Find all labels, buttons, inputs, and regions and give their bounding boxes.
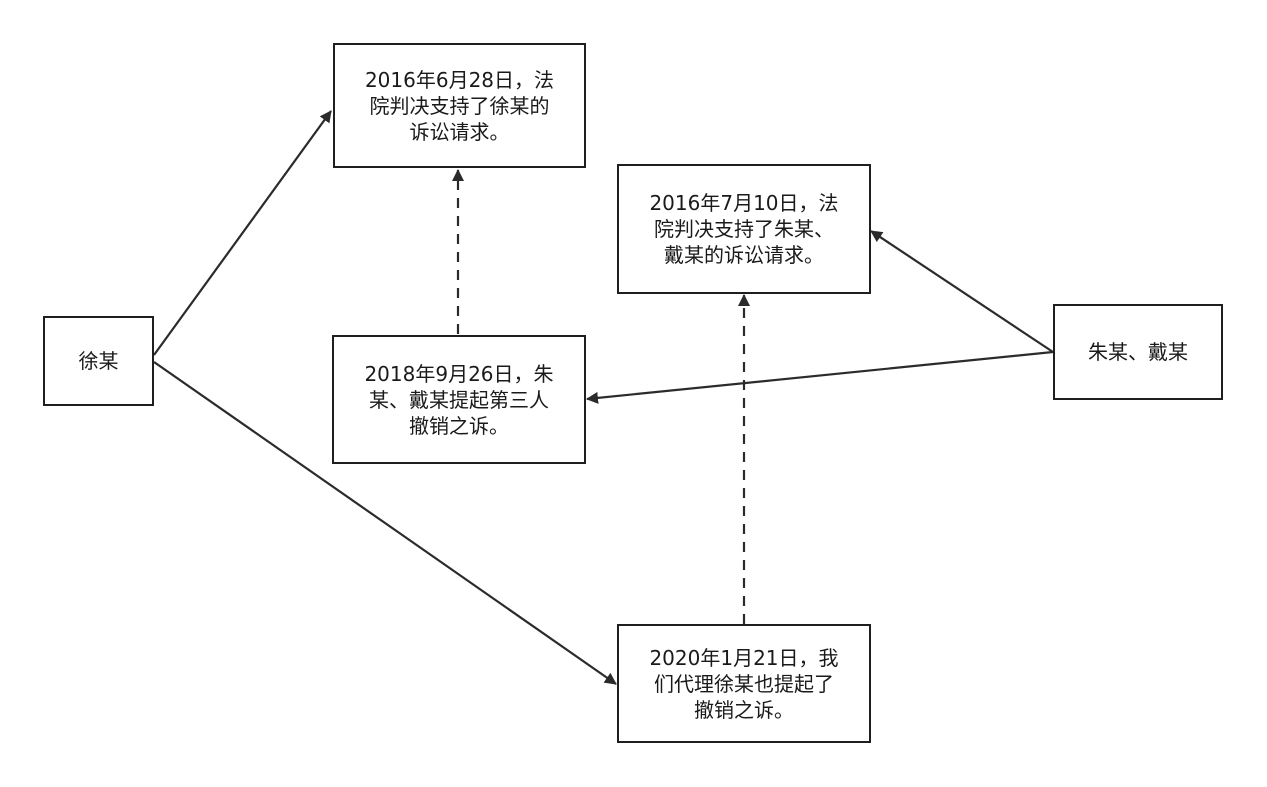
node-judgment-2016-07-10: 2016年7月10日，法院判决支持了朱某、戴某的诉讼请求。 bbox=[617, 164, 871, 294]
node-label-line: 撤销之诉。 bbox=[408, 413, 509, 438]
node-label: 2016年6月28日，法院判决支持了徐某的诉讼请求。 bbox=[365, 67, 554, 145]
node-suit-2020-01-21: 2020年1月21日，我们代理徐某也提起了撤销之诉。 bbox=[617, 624, 871, 743]
node-suit-2018-09-26: 2018年9月26日，朱某、戴某提起第三人撤销之诉。 bbox=[332, 335, 586, 464]
node-label: 朱某、戴某 bbox=[1088, 339, 1188, 365]
node-judgment-2016-06-28: 2016年6月28日，法院判决支持了徐某的诉讼请求。 bbox=[333, 43, 586, 168]
node-label: 2016年7月10日，法院判决支持了朱某、戴某的诉讼请求。 bbox=[649, 190, 838, 268]
node-label-line: 院判决支持了徐某的 bbox=[369, 93, 550, 118]
node-label-line: 撤销之诉。 bbox=[693, 697, 794, 722]
node-xu: 徐某 bbox=[43, 316, 154, 406]
node-label-line: 们代理徐某也提起了 bbox=[653, 671, 834, 696]
node-label-line: 诉讼请求。 bbox=[409, 119, 510, 144]
node-label-line: 2018年9月26日，朱 bbox=[364, 361, 554, 386]
arrow-zhudai-to-judgment2 bbox=[870, 230, 1054, 353]
node-label-line: 朱某、戴某 bbox=[1088, 340, 1188, 364]
node-label-line: 徐某 bbox=[78, 349, 119, 373]
node-label-line: 2020年1月21日，我 bbox=[649, 645, 839, 670]
node-label: 2020年1月21日，我们代理徐某也提起了撤销之诉。 bbox=[649, 645, 838, 723]
arrow-xu-to-judgment1 bbox=[153, 110, 332, 356]
node-zhu-dai: 朱某、戴某 bbox=[1053, 304, 1223, 400]
arrow-zhudai-to-suit2018 bbox=[586, 350, 1054, 404]
node-label-line: 戴某的诉讼请求。 bbox=[663, 243, 824, 267]
node-label: 2018年9月26日，朱某、戴某提起第三人撤销之诉。 bbox=[364, 361, 553, 439]
arrow-xu-to-suit2020 bbox=[153, 361, 617, 685]
node-label-line: 2016年7月10日，法 bbox=[649, 191, 839, 215]
node-label-line: 院判决支持了朱某、 bbox=[653, 217, 834, 241]
node-label-line: 某、戴某提起第三人 bbox=[368, 387, 549, 412]
node-label: 徐某 bbox=[79, 348, 119, 374]
node-label-line: 2016年6月28日，法 bbox=[364, 67, 555, 92]
